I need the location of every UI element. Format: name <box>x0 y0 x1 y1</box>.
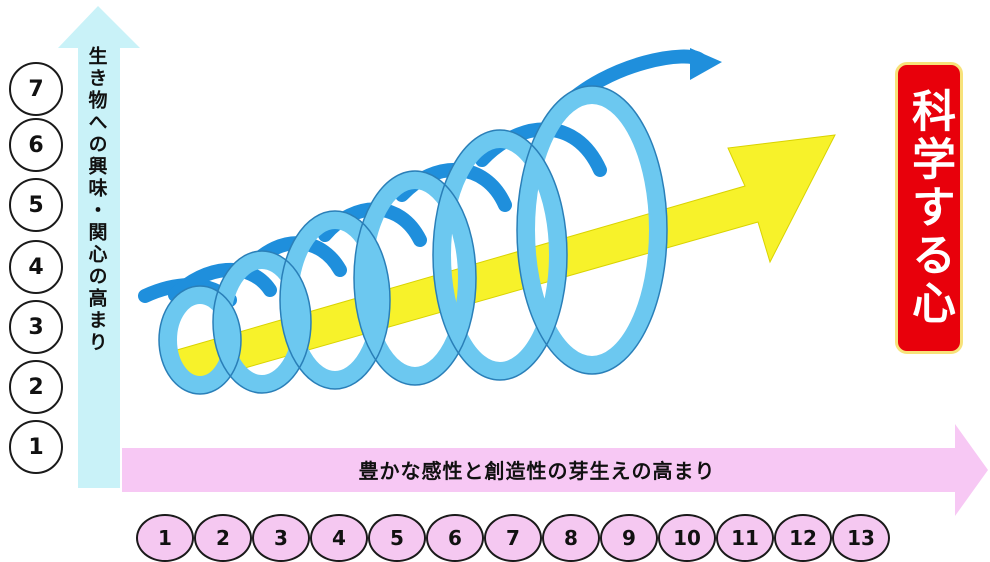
horizontal-step-1: 1 <box>136 514 194 562</box>
vertical-step-6: 6 <box>9 118 63 172</box>
horizontal-step-3: 3 <box>252 514 310 562</box>
spiral-outline <box>158 85 668 395</box>
horizontal-step-9: 9 <box>600 514 658 562</box>
vertical-step-1: 1 <box>9 420 63 474</box>
vertical-step-5: 5 <box>9 178 63 232</box>
spiral-tip-arrowhead <box>690 48 722 80</box>
horizontal-step-8: 8 <box>542 514 600 562</box>
vertical-step-3: 3 <box>9 300 63 354</box>
goal-label: 科学する心 <box>895 62 963 354</box>
horizontal-step-2: 2 <box>194 514 252 562</box>
vertical-step-4: 4 <box>9 240 63 294</box>
vertical-axis-label: 生き物への興味・関心の高まり <box>85 46 108 354</box>
horizontal-step-4: 4 <box>310 514 368 562</box>
horizontal-step-10: 10 <box>658 514 716 562</box>
horizontal-axis-label: 豊かな感性と創造性の芽生えの高まり <box>358 458 716 483</box>
horizontal-step-11: 11 <box>716 514 774 562</box>
spiral-front-loops <box>159 86 667 394</box>
horizontal-step-6: 6 <box>426 514 484 562</box>
horizontal-step-12: 12 <box>774 514 832 562</box>
vertical-step-2: 2 <box>9 360 63 414</box>
horizontal-axis-arrow <box>122 424 988 516</box>
vertical-axis-arrow <box>58 6 140 488</box>
vertical-step-7: 7 <box>9 62 63 116</box>
growth-arrow <box>169 134 836 386</box>
horizontal-step-13: 13 <box>832 514 890 562</box>
horizontal-step-5: 5 <box>368 514 426 562</box>
horizontal-step-7: 7 <box>484 514 542 562</box>
